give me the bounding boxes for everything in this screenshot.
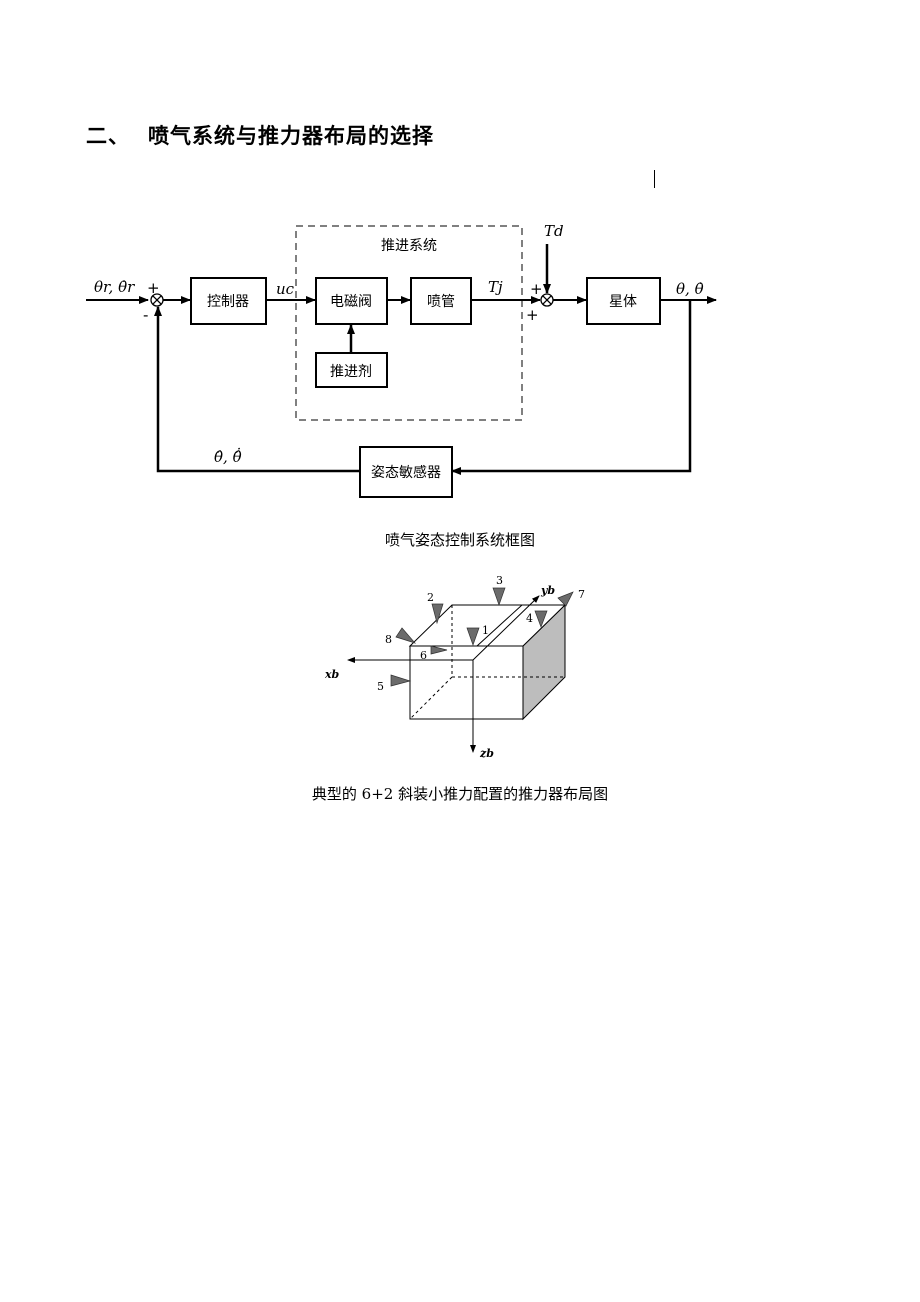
attitude-control-block-diagram xyxy=(86,225,717,498)
thruster-1-icon xyxy=(466,627,480,647)
controller-label: 控制器 xyxy=(207,294,249,310)
solenoid-valve-label: 电磁阀 xyxy=(330,294,372,310)
sum2-plus-sign-bottom: + xyxy=(526,306,539,324)
thruster-2-icon xyxy=(431,603,444,625)
thruster-4-icon xyxy=(534,610,548,628)
feedback-signal-label: θ̂, θ̂̇ xyxy=(214,447,242,466)
thruster-3-icon xyxy=(492,587,506,607)
thruster-7-icon xyxy=(557,591,574,607)
feedback-line-left xyxy=(154,306,360,473)
output-signal-label: θ, θ̇ xyxy=(676,280,704,298)
thruster-6-icon xyxy=(430,645,448,655)
nozzle-block xyxy=(410,277,472,325)
thrust-torque-label: Tj xyxy=(488,278,503,296)
thruster-8-icon xyxy=(395,627,417,644)
thruster-4-number: 4 xyxy=(526,612,533,625)
section-heading: 二、喷气系统与推力器布局的选择 xyxy=(86,120,434,150)
text-cursor xyxy=(654,170,655,188)
sum1-plus-sign: + xyxy=(147,279,160,297)
propellant-label: 推进剂 xyxy=(330,364,372,380)
sum2-plus-sign-top: + xyxy=(530,280,543,298)
attitude-sensor-label: 姿态敏感器 xyxy=(371,464,441,481)
thruster-8-number: 8 xyxy=(385,633,392,646)
nozzle-label: 喷管 xyxy=(427,294,455,310)
attitude-sensor-block xyxy=(359,446,453,498)
thruster-6-number: 6 xyxy=(420,649,427,662)
figure-caption-1: 喷气姿态控制系统框图 xyxy=(384,531,535,549)
propulsion-system-boundary xyxy=(295,225,523,421)
thruster-7-number: 7 xyxy=(578,588,585,601)
feedback-line-right xyxy=(451,300,692,475)
propellant-block xyxy=(315,352,388,388)
thruster-5-icon xyxy=(390,674,412,687)
reference-signal-label: θr, θ̇r xyxy=(94,278,135,296)
y-axis-label: yb xyxy=(540,584,555,597)
disturbance-torque-label: Td xyxy=(544,222,564,240)
z-axis-label: zb xyxy=(479,747,494,760)
thruster-1-number: 1 xyxy=(482,624,489,637)
sum1-minus-sign: - xyxy=(143,306,148,324)
satellite-body-label: 星体 xyxy=(609,294,637,310)
box-front-face xyxy=(409,645,524,720)
thruster-3-number: 3 xyxy=(496,574,503,587)
control-signal-label: uc xyxy=(276,280,295,298)
x-axis-label: xb xyxy=(324,668,340,681)
propulsion-system-label: 推进系统 xyxy=(381,238,437,254)
section-number: 二、 xyxy=(86,124,130,148)
thruster-layout-figure xyxy=(347,595,567,753)
section-title: 喷气系统与推力器布局的选择 xyxy=(148,124,434,148)
thruster-2-number: 2 xyxy=(427,591,434,604)
figure-caption-2: 典型的 6+2 斜装小推力配置的推力器布局图 xyxy=(311,785,609,803)
y-axis xyxy=(472,595,540,661)
thruster-5-number: 5 xyxy=(377,680,384,693)
summing-junction-2 xyxy=(540,293,554,307)
